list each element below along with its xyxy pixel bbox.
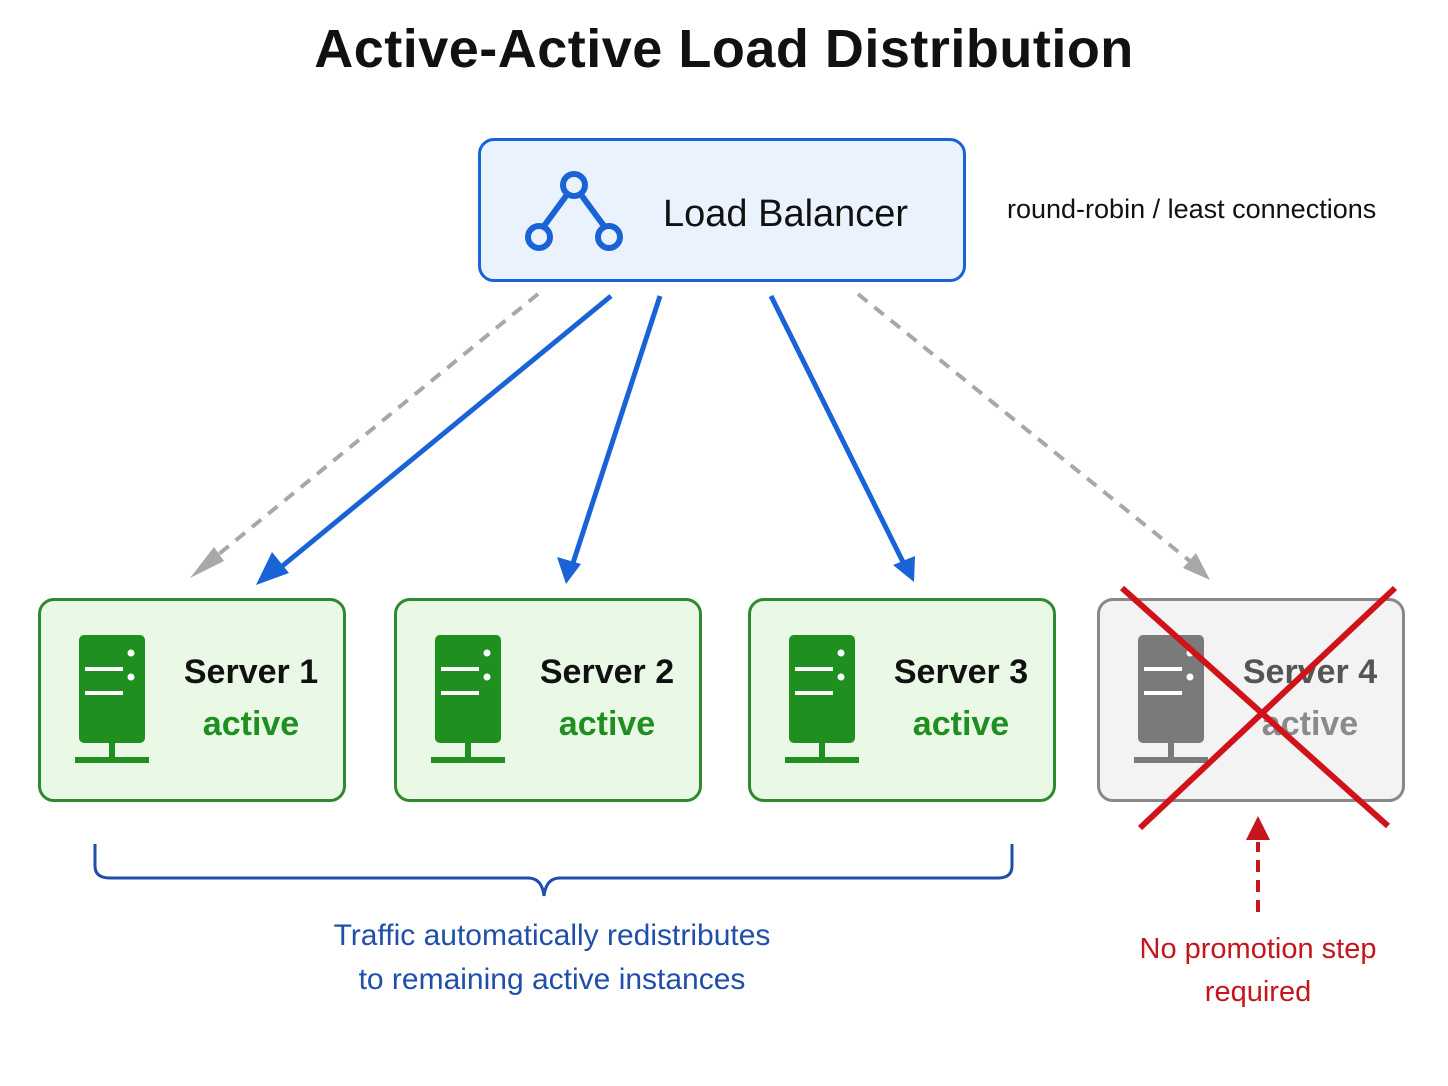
server-icon [431,635,505,763]
server-status: active [558,705,656,743]
load-balancer-label: Load Balancer [663,193,909,235]
server-name: Server 1 [183,653,319,691]
arrow-to-server-2 [570,295,663,564]
caption-line-2: to remaining active instances [358,963,746,996]
failure-note-line-2: required [1204,976,1312,1008]
redistribution-caption: Traffic automatically redistributes to r… [252,914,852,1002]
load-balancer-box: Load Balancer [478,138,966,282]
dashed-arrow-right [856,292,1198,568]
server-3-card: Server 3 active [748,598,1056,802]
arrow-to-server-1 [273,294,613,574]
grouping-brace [93,844,1014,897]
server-status: active [202,705,300,743]
server-icon [75,635,149,763]
server-icon [1134,635,1208,763]
network-nodes-icon [525,171,623,251]
server-name: Server 3 [893,653,1029,691]
diagram-title: Active-Active Load Distribution [314,19,1134,79]
failure-note: No promotion step required [1108,928,1408,1014]
arrowhead-server-3 [893,556,915,582]
arrowhead-server-1 [256,552,289,585]
server-status: active [912,705,1010,743]
caption-line-1: Traffic automatically redistributes [333,919,771,952]
failure-note-arrowhead [1246,816,1270,840]
dashed-arrowhead-right [1183,553,1210,580]
server-2-card: Server 2 active [394,598,702,802]
arrow-to-server-3 [768,294,906,564]
dashed-arrow-left [201,292,540,569]
server-1-card: Server 1 active [38,598,346,802]
dashed-arrowhead-left [190,547,224,578]
failure-note-line-1: No promotion step [1139,933,1377,965]
arrowhead-server-2 [557,557,581,584]
algorithm-note: round-robin / least connections [1007,194,1377,224]
server-name: Server 2 [539,653,675,691]
server-icon [785,635,859,763]
